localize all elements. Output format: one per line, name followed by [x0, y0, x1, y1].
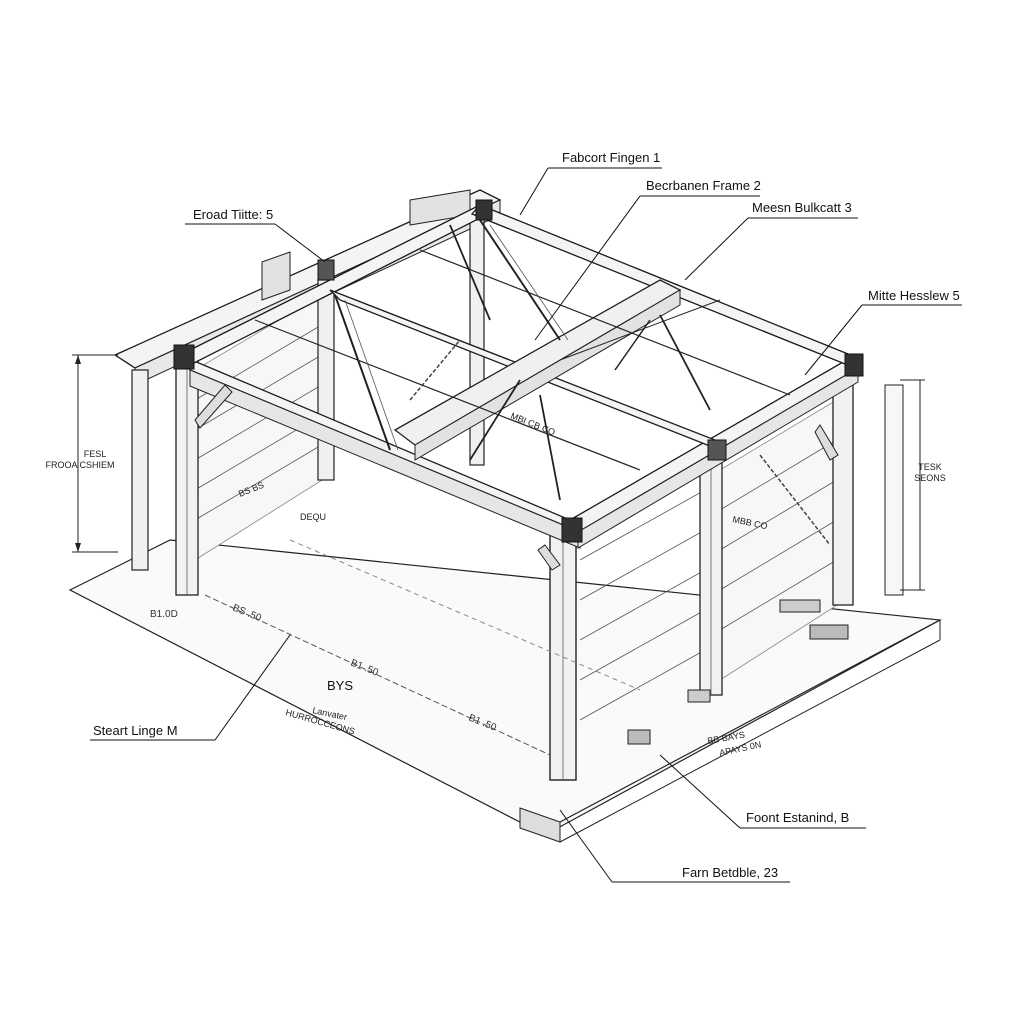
right-height-label-2: SEONS [914, 473, 946, 483]
front-wall-panel [579, 489, 706, 721]
column-front-left [175, 349, 199, 596]
truss-bracing [334, 219, 831, 546]
left-height-label-2: FROOA CSHIEM [45, 460, 114, 470]
left-base-label: B1.0D [150, 609, 178, 620]
column-rear-right [469, 214, 485, 466]
right-height-label-1: TESK [918, 462, 942, 472]
callout-eroad-tiitte: Eroad Tiitte: 5 [193, 207, 273, 222]
column-rear-mid [317, 279, 335, 481]
knee-braces [194, 384, 839, 571]
mid-purlin [254, 249, 791, 471]
callout-farn-betdble: Farn Betdble, 23 [682, 865, 778, 880]
joint-plates [173, 199, 864, 543]
column-far-right [832, 369, 854, 606]
dimension-front-width [204, 539, 641, 756]
mid-roof-mark: MBI CB CO [509, 411, 556, 438]
ridge-beam [329, 279, 726, 461]
callout-steart-linge: Steart Linge M [93, 723, 178, 738]
column-front-right [699, 449, 723, 696]
footings [627, 599, 849, 745]
callout-leaders [90, 167, 962, 883]
column-rear-left [131, 369, 149, 571]
left-height-label-1: FESL [84, 449, 107, 459]
callout-mitte-hesslew: Mitte Hesslew 5 [868, 288, 960, 303]
callout-fabcort-fingen: Fabcort Fingen 1 [562, 150, 660, 165]
dimension-right-height [900, 379, 925, 591]
floor-mark: DEQU [300, 512, 326, 522]
column-front-mid [549, 529, 577, 781]
callout-foont-estanind: Foont Estanind, B [746, 810, 849, 825]
callout-meesn-bulkcatt: Meesn Bulkcatt 3 [752, 200, 852, 215]
dimension-left-height [72, 354, 118, 553]
end-post-right [884, 384, 904, 596]
center-name-label: BYS [327, 678, 353, 693]
callout-becrbanen-frame: Becrbanen Frame 2 [646, 178, 761, 193]
